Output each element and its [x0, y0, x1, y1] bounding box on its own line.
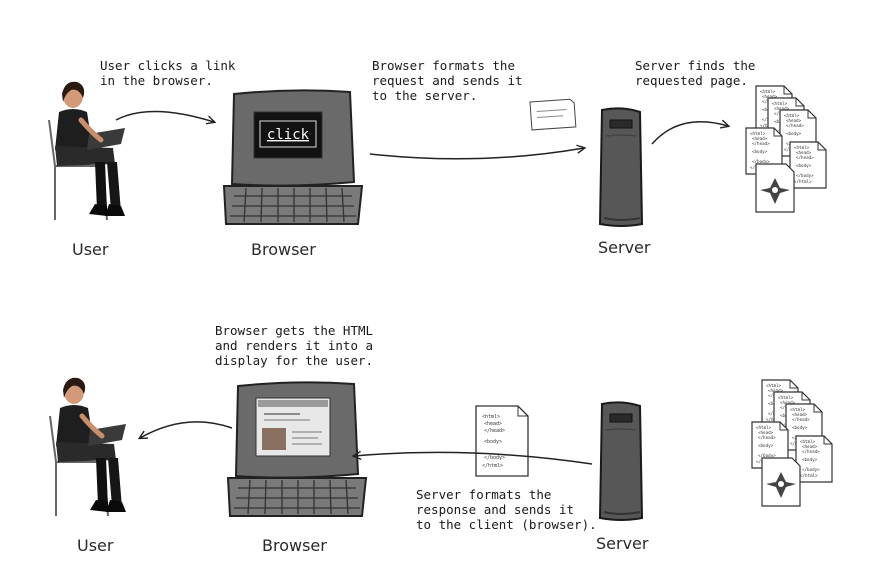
response-document: <html> <head> </head> <body> </body> </h…: [475, 405, 529, 477]
svg-text:<html>: <html>: [482, 414, 500, 420]
html-pages-stack-bottom: [752, 380, 832, 506]
arrow-browser-to-user: [140, 421, 233, 438]
note-browser-gets: Browser gets the HTML and renders it int…: [215, 323, 374, 368]
caption-browser-top: Browser: [251, 240, 316, 259]
click-link-text: click: [267, 127, 310, 143]
screen-dark: [253, 111, 323, 159]
html-pages-stack-top: [746, 86, 826, 212]
server-tower-bottom: [599, 401, 643, 521]
note-server-finds: Server finds the requested page.: [635, 58, 756, 88]
arrow-server-to-browser: [354, 452, 593, 465]
caption-browser-bottom: Browser: [262, 536, 327, 555]
caption-server-bottom: Server: [596, 534, 649, 553]
caption-user-bottom: User: [77, 536, 114, 555]
svg-text:</head>: </head>: [484, 428, 505, 434]
arrow-user-to-browser: [115, 110, 214, 122]
arrow-server-to-pages: [651, 122, 728, 145]
request-note: [529, 98, 577, 131]
user-figure-bottom: [50, 378, 126, 516]
svg-text:<body>: <body>: [484, 439, 502, 445]
user-figure-top: [49, 82, 125, 220]
note-server-formats: Server formats the response and sends it…: [416, 487, 597, 532]
note-user-clicks: User clicks a link in the browser.: [100, 58, 236, 88]
caption-user-top: User: [72, 240, 109, 259]
arrow-browser-to-server: [369, 148, 584, 160]
server-tower-top: [599, 107, 643, 227]
rendered-page-screen: [255, 397, 331, 457]
svg-text:</html>: </html>: [482, 463, 503, 469]
svg-text:</body>: </body>: [484, 455, 505, 461]
svg-text:<head>: <head>: [484, 421, 502, 427]
caption-server-top: Server: [598, 238, 651, 257]
note-browser-formats: Browser formats the request and sends it…: [372, 58, 523, 103]
